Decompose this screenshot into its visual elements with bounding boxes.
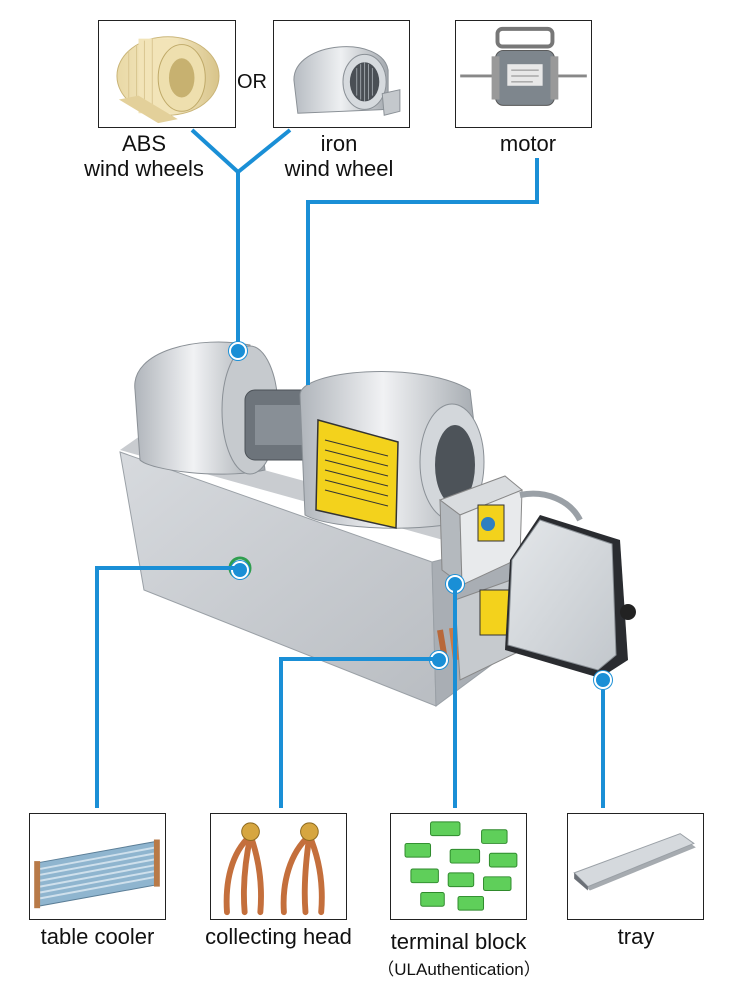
table-cooler-connector-horizontal bbox=[95, 566, 238, 570]
tray-connector-vertical bbox=[601, 690, 605, 808]
wind-wheel-connector-line bbox=[236, 170, 240, 350]
motor-connector-vertical-top bbox=[535, 158, 539, 204]
iron-wind-wheel-label: iron wind wheel bbox=[266, 131, 412, 181]
tray-label: tray bbox=[617, 924, 655, 949]
terminal-block-connector-vertical bbox=[453, 582, 457, 808]
motor-image bbox=[455, 20, 592, 128]
or-label: OR bbox=[237, 71, 267, 93]
tray-connector-dot bbox=[594, 671, 612, 689]
abs-label-line1: ABS bbox=[121, 131, 167, 156]
abs-wind-wheels-label: ABS wind wheels bbox=[70, 131, 218, 181]
iron-wind-wheel-image bbox=[273, 20, 410, 128]
abs-wind-wheel-image bbox=[98, 20, 236, 128]
motor-connector-horizontal bbox=[306, 200, 539, 204]
table-cooler-label: table cooler bbox=[40, 924, 155, 949]
collecting-head-label: collecting head bbox=[205, 924, 352, 949]
collecting-head-image bbox=[210, 813, 347, 920]
table-cooler-connector-vertical bbox=[95, 566, 99, 808]
motor-connector-vertical bbox=[306, 200, 310, 385]
motor-label: motor bbox=[499, 131, 557, 156]
terminal-block-image bbox=[390, 813, 527, 920]
table-cooler-image bbox=[29, 813, 166, 920]
tray-image bbox=[567, 813, 704, 920]
terminal-block-sublabel: （ULAuthentication） bbox=[377, 960, 541, 979]
terminal-block-label: terminal block bbox=[390, 929, 527, 954]
iron-label-line2: wind wheel bbox=[284, 156, 394, 181]
collecting-head-connector-horizontal bbox=[279, 657, 437, 661]
iron-label-line1: iron bbox=[320, 131, 358, 156]
wind-wheel-connector-dot bbox=[229, 342, 247, 360]
abs-label-line2: wind wheels bbox=[84, 156, 204, 181]
table-cooler-connector-dot bbox=[231, 561, 249, 579]
collecting-head-connector-vertical bbox=[279, 657, 283, 808]
